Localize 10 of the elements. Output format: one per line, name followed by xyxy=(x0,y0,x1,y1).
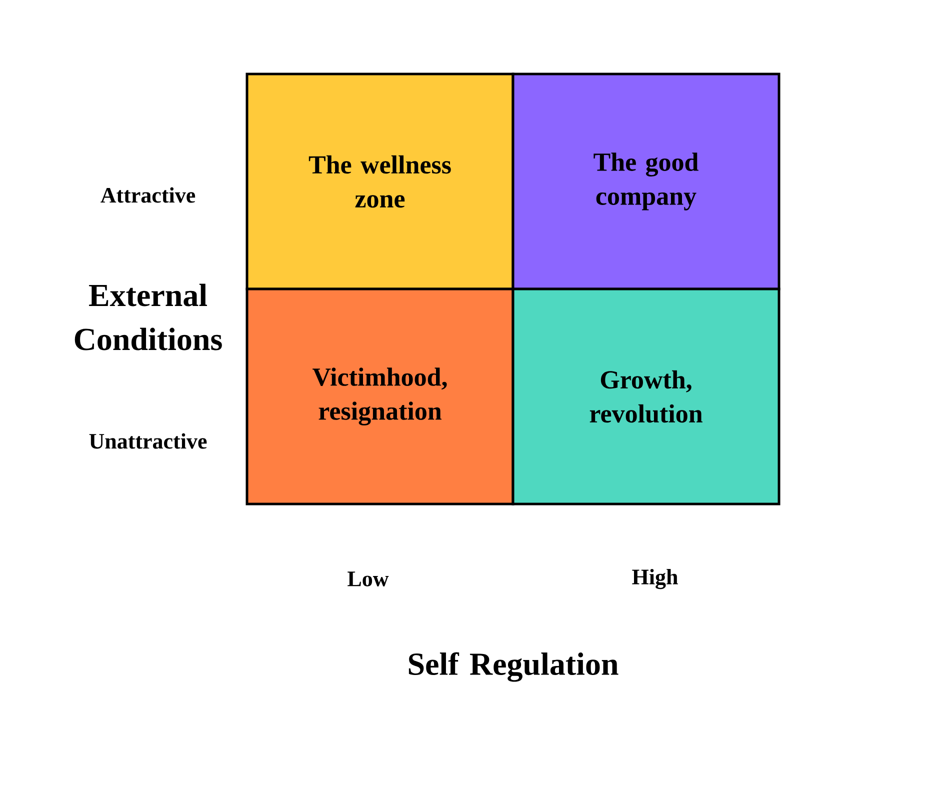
y-axis-label: Unattractive xyxy=(89,433,207,449)
x-axis-label: Low xyxy=(348,572,389,586)
quadrant-box: Growth, revolution xyxy=(512,288,780,506)
axis-title: Self Regulation xyxy=(408,652,618,682)
axis-title: External Conditions xyxy=(74,284,222,350)
y-axis-label: Attractive xyxy=(100,187,196,203)
quadrant-box: Victimhood, resignation xyxy=(246,288,514,506)
quadrant-box: The wellness zone xyxy=(246,72,514,290)
x-axis-label: High xyxy=(632,568,678,590)
quadrant-box: The good company xyxy=(512,72,780,290)
